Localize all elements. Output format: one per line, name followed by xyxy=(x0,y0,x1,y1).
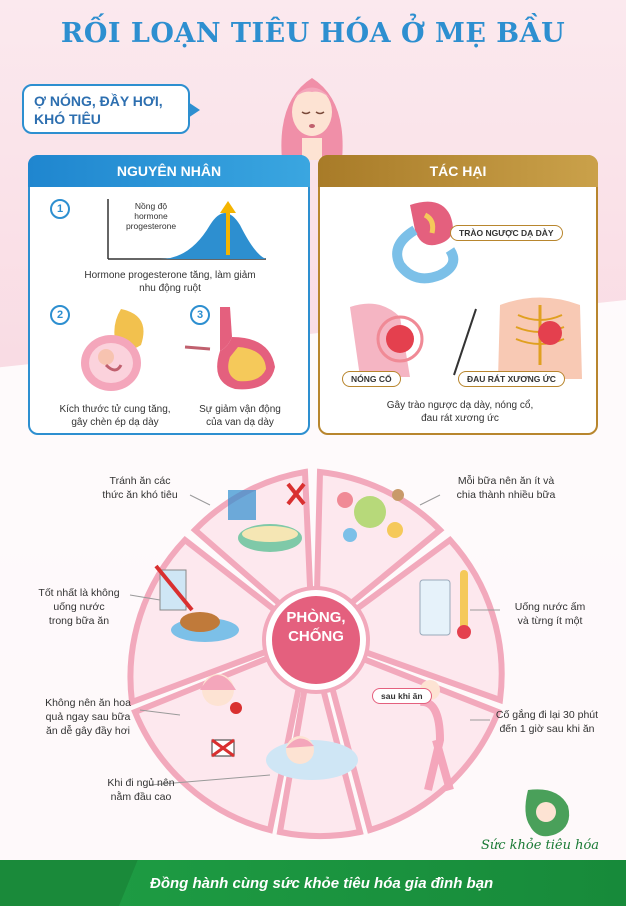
prevention-center-label: PHÒNG, CHỐNG xyxy=(276,608,356,646)
tag-heartburn: NÓNG CỔ xyxy=(342,371,401,387)
harms-summary-line-2: đau rát xương ức xyxy=(421,413,499,424)
cause-3-line-2: của van dạ dày xyxy=(206,417,274,428)
tip-walk-line-1: Cố gắng đi lại 30 phút xyxy=(495,709,599,721)
cause-number-2: 2 xyxy=(50,305,70,325)
tip-no-water: Tốt nhất là không uống nước trong bữa ăn xyxy=(24,586,134,628)
tip-no-fruit-line-3: ăn dễ gây đầy hơi xyxy=(46,725,130,737)
cause-1-line-2: nhu động ruột xyxy=(139,283,201,294)
tip-head-high: Khi đi ngủ nên nằm đầu cao xyxy=(86,776,196,804)
cause-2-text: Kích thước tử cung tăng, gây chèn ép dạ … xyxy=(40,403,190,429)
tip-small-meals-line-1: Mỗi bữa nên ăn ít và xyxy=(457,475,555,487)
footer-bar xyxy=(118,860,626,906)
tip-avoid-food-line-2: thức ăn khó tiêu xyxy=(102,489,178,501)
tag-reflux: TRÀO NGƯỢC DẠ DÀY xyxy=(450,225,563,241)
divider-slash xyxy=(453,308,477,376)
glass-thermometer-illustration xyxy=(419,570,471,639)
center-line-2: CHỐNG xyxy=(288,628,344,645)
tip-head-high-line-2: nằm đầu cao xyxy=(110,791,172,803)
cause-1-text: Hormone progesterone tăng, làm giảm nhu … xyxy=(50,269,290,295)
after-meal-tag: sau khi ăn xyxy=(372,688,432,704)
graph-label-line-3: progesterone xyxy=(125,221,177,231)
tip-no-water-line-3: trong bữa ăn xyxy=(48,615,110,627)
causes-panel: NGUYÊN NHÂN 1 Nồng độ hormone progestero… xyxy=(28,155,310,435)
tip-no-fruit: Không nên ăn hoa quả ngay sau bữa ăn dễ … xyxy=(28,696,148,738)
tip-warm-water: Uống nước ấm và từng ít một xyxy=(500,600,600,628)
graph-label-line-1: Nồng độ xyxy=(134,201,168,211)
page-title: RỐI LOẠN TIÊU HÓA Ở MẸ BẦU xyxy=(60,18,566,49)
tip-small-meals-line-2: chia thành nhiều bữa xyxy=(456,489,556,501)
tip-avoid-food: Tránh ăn các thức ăn khó tiêu xyxy=(80,474,200,502)
harms-summary-line-1: Gây trào ngược dạ dày, nóng cổ, xyxy=(386,400,534,411)
segment-warm-water xyxy=(313,535,505,705)
food-plate-illustration xyxy=(154,564,239,642)
segment-small-meals xyxy=(312,468,445,639)
harms-panel: TÁC HẠI TRÀO NGƯỢC DẠ DÀY NÓNG CỔ ĐAU RÁ… xyxy=(318,155,598,435)
tip-no-fruit-line-1: Không nên ăn hoa xyxy=(45,697,131,709)
brand-name: Sức khỏe tiêu hóa xyxy=(480,838,600,853)
uterus-illustration xyxy=(81,309,144,391)
tip-no-water-line-1: Tốt nhất là không xyxy=(38,587,120,599)
plates-illustration xyxy=(337,489,404,542)
tip-small-meals: Mỗi bữa nên ăn ít và chia thành nhiều bữ… xyxy=(436,474,576,502)
tip-walk-line-2: đến 1 giờ sau khi ăn xyxy=(499,723,595,735)
graph-label-line-2: hormone xyxy=(134,211,168,221)
progesterone-graph xyxy=(107,199,266,260)
bowl-illustration xyxy=(228,482,306,552)
cause-number-3: 3 xyxy=(190,305,210,325)
cause-number-1: 1 xyxy=(50,199,70,219)
chest-illustration xyxy=(498,297,582,379)
symptom-bubble: Ợ NÓNG, ĐẦY HƠI, KHÓ TIÊU xyxy=(22,84,200,134)
symptom-line-2: KHÓ TIÊU xyxy=(34,111,101,127)
tip-connectors xyxy=(129,494,500,786)
prevention-wheel xyxy=(127,468,505,839)
harms-summary: Gây trào ngược dạ dày, nóng cổ, đau rát … xyxy=(340,399,580,425)
tip-warm-water-line-2: và từng ít một xyxy=(517,615,583,627)
tip-no-water-line-2: uống nước xyxy=(53,601,105,613)
tip-no-fruit-line-2: quả ngay sau bữa xyxy=(45,711,131,723)
cause-3-line-1: Sự giảm vận động xyxy=(199,404,281,415)
cause-2-line-1: Kích thước tử cung tăng, xyxy=(59,404,171,415)
stomach-valve-illustration xyxy=(184,307,275,390)
symptom-line-1: Ợ NÓNG, ĐẦY HƠI, xyxy=(34,93,163,109)
tip-avoid-food-line-1: Tránh ăn các xyxy=(109,475,171,487)
footer-slogan: Đồng hành cùng sức khỏe tiêu hóa gia đìn… xyxy=(150,874,494,892)
cause-1-line-1: Hormone progesterone tăng, làm giảm xyxy=(84,270,256,281)
tip-warm-water-line-1: Uống nước ấm xyxy=(514,601,586,613)
cause-3-text: Sự giảm vận động của van dạ dày xyxy=(180,403,300,429)
brand-logo-icon xyxy=(525,789,570,837)
pregnant-woman-illustration xyxy=(281,78,343,160)
reflux-illustration xyxy=(392,201,459,284)
throat-illustration xyxy=(350,303,424,377)
woman-apple-illustration xyxy=(200,674,242,758)
harms-header: TÁC HẠI xyxy=(318,155,598,187)
sleeping-illustration xyxy=(266,736,358,780)
center-line-1: PHÒNG, xyxy=(286,609,346,626)
tip-walk: Cố gắng đi lại 30 phút đến 1 giờ sau khi… xyxy=(480,708,614,736)
tip-head-high-line-1: Khi đi ngủ nên xyxy=(107,777,175,789)
segment-no-fruit xyxy=(131,637,313,834)
graph-label: Nồng độ hormone progesterone xyxy=(116,201,186,231)
cause-2-line-2: gây chèn ép dạ dày xyxy=(71,417,159,428)
tag-chest: ĐAU RÁT XƯƠNG ỨC xyxy=(458,371,565,387)
center-circle xyxy=(272,596,360,684)
causes-header: NGUYÊN NHÂN xyxy=(28,155,310,187)
